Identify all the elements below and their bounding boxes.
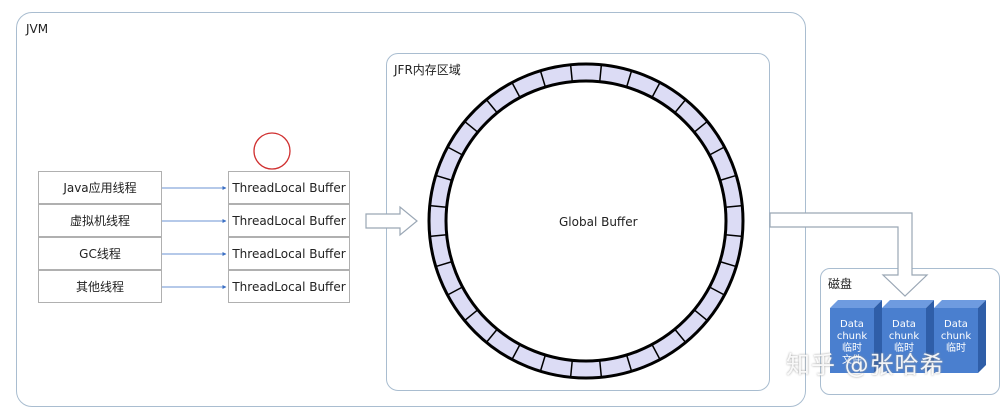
ring-segment-divider (569, 360, 574, 378)
threadlocal-buffer-2: ThreadLocal Buffer (228, 204, 350, 237)
flow-arrow-to-disk (769, 212, 929, 297)
disk-label: 磁盘 (828, 277, 853, 291)
ring-segment-divider (464, 309, 479, 322)
ring-segment-divider (447, 286, 463, 296)
ring-segment-divider (598, 64, 603, 82)
ring-segment-divider (511, 82, 521, 98)
ring-segment-divider (435, 260, 453, 268)
ring-segment-divider (485, 328, 498, 343)
block-arrow-to-global (365, 205, 418, 237)
ring-segment-divider (598, 360, 603, 378)
ring-segment-divider (651, 344, 661, 360)
ring-segment-divider (674, 328, 687, 343)
ring-segment-divider (719, 174, 737, 182)
ring-segment-divider (725, 204, 743, 209)
global-buffer-label: Global Buffer (559, 215, 638, 229)
chunk-top-face (934, 300, 986, 308)
ring-segment-divider (709, 146, 725, 156)
ring-segment-divider (719, 260, 737, 268)
highlight-circle (253, 132, 291, 170)
data-chunk-line: 临时 (946, 343, 966, 354)
ring-segment-divider (485, 99, 498, 114)
jfr-memory-label: JFR内存区域 (394, 63, 461, 77)
threadlocal-buffer-1: ThreadLocal Buffer (228, 171, 350, 204)
ring-segment-divider (511, 344, 521, 360)
data-chunk-line: chunk (888, 331, 920, 342)
chunk-side-face (978, 300, 986, 373)
threadlocal-buffer-3: ThreadLocal Buffer (228, 237, 350, 270)
ring-segment-divider (693, 309, 708, 322)
data-chunk-line: 文件 (842, 355, 862, 366)
chunk-top-face (882, 300, 934, 308)
chunk-side-face (874, 300, 882, 373)
ring-segment-divider (625, 354, 633, 372)
ring-segment-divider (651, 82, 661, 98)
ring-segment-divider (709, 286, 725, 296)
ring-segment-divider (725, 233, 743, 238)
ring-segment-divider (429, 233, 447, 238)
thread-vm: 虚拟机线程 (38, 204, 162, 237)
global-buffer-ring (427, 62, 745, 380)
data-chunk-line: Data (892, 319, 916, 330)
ring-outer-edge (427, 62, 745, 380)
data-chunk-line: 临时 (842, 343, 862, 354)
thread-gc: GC线程 (38, 237, 162, 270)
ring-segment-divider (625, 70, 633, 88)
chunk-top-face (830, 300, 882, 308)
ring-segment-divider (539, 354, 547, 372)
watermark: 知乎 @张哈希 (786, 351, 945, 379)
data-chunk-box (830, 308, 874, 373)
ring-segment-divider (539, 70, 547, 88)
data-chunk-line: 临时 (894, 343, 914, 354)
data-chunk-line: chunk (836, 331, 868, 342)
data-chunk-line: chunk (940, 331, 972, 342)
ring-segment-divider (674, 99, 687, 114)
thread-java-app: Java应用线程 (38, 171, 162, 204)
data-chunk-line: Data (944, 319, 968, 330)
ring-segment-divider (693, 120, 708, 133)
ring-segment-divider (435, 174, 453, 182)
ring-inner-edge (444, 79, 728, 363)
thread-other: 其他线程 (38, 270, 162, 303)
jvm-label: JVM (26, 22, 49, 36)
data-chunk-box (882, 308, 926, 373)
ring-segment-divider (464, 120, 479, 133)
chunk-side-face (926, 300, 934, 373)
threadlocal-buffer-4: ThreadLocal Buffer (228, 270, 350, 303)
data-chunks (830, 300, 986, 373)
ring-segment-divider (569, 64, 574, 82)
data-chunk-box (934, 308, 978, 373)
data-chunk-line: Data (840, 319, 864, 330)
ring-segment-divider (447, 146, 463, 156)
ring-segment-divider (429, 204, 447, 209)
